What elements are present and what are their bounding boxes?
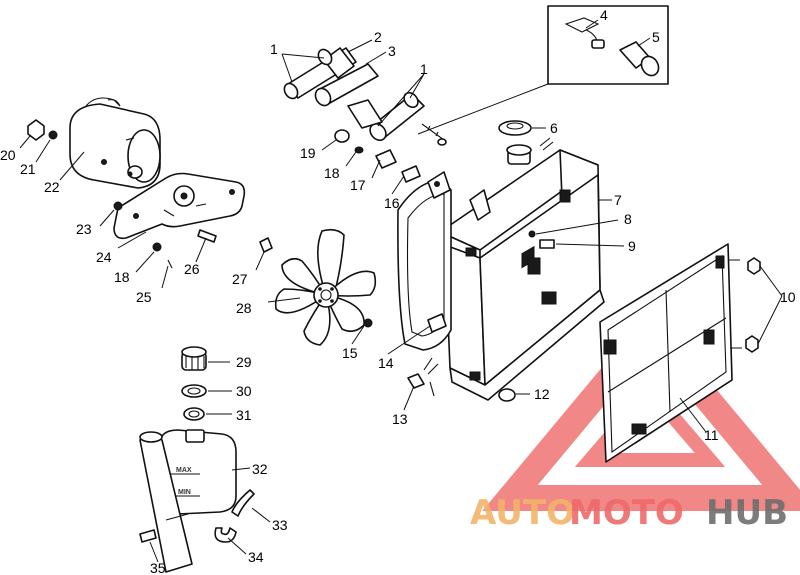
callout-7: 7 [614, 192, 622, 208]
callout-9: 9 [628, 238, 636, 254]
radiator [439, 137, 605, 401]
watermark-auto: AUTO [470, 493, 575, 533]
hose-right [347, 91, 425, 142]
callout-28: 28 [236, 300, 252, 316]
callout-18b: 18 [114, 269, 130, 285]
callout-14: 14 [378, 355, 394, 371]
callout-8: 8 [624, 211, 632, 227]
callout-1b: 1 [420, 61, 428, 77]
callout-1a: 1 [270, 41, 278, 57]
callout-10: 10 [780, 289, 796, 305]
motor-bracket [113, 172, 246, 240]
callout-18a: 18 [324, 165, 340, 181]
cooling-fan [274, 228, 377, 346]
reservoir-min-label: MIN [178, 489, 191, 496]
sensor-inset [547, 5, 669, 85]
callout-31: 31 [236, 407, 252, 423]
callout-30: 30 [236, 383, 252, 399]
hose-upper-left [283, 47, 357, 100]
callout-24: 24 [96, 249, 112, 265]
callout-22: 22 [44, 179, 60, 195]
callout-11: 11 [704, 427, 719, 443]
hardware-small [27, 119, 761, 402]
callout-21: 21 [20, 161, 36, 177]
coolant-reservoir: MAX MIN [139, 429, 237, 573]
reservoir-screw [139, 529, 157, 543]
reservoir-seal [181, 384, 207, 398]
leader-lines [19, 19, 783, 563]
callout-35: 35 [150, 560, 166, 575]
callout-13: 13 [392, 411, 408, 427]
callout-20: 20 [0, 147, 16, 163]
callout-29: 29 [236, 354, 252, 370]
callout-3: 3 [388, 43, 396, 59]
callout-15: 15 [342, 345, 358, 361]
callout-2: 2 [374, 29, 382, 45]
callout-25: 25 [136, 289, 152, 305]
callout-5: 5 [652, 29, 660, 45]
callout-4: 4 [600, 7, 608, 23]
hose-upper-center [314, 63, 379, 107]
callout-12: 12 [534, 386, 550, 402]
watermark-text: AUTO MOTO HUB [470, 493, 788, 533]
reservoir-max-label: MAX [176, 467, 192, 474]
callout-17: 17 [350, 177, 366, 193]
radiator-guard [599, 243, 742, 463]
hose-clamp [214, 527, 237, 543]
callout-33: 33 [272, 517, 288, 533]
watermark-hub: HUB [706, 493, 788, 533]
callout-23: 23 [76, 221, 92, 237]
watermark-moto: MOTO [569, 493, 684, 533]
callout-6: 6 [550, 120, 558, 136]
reservoir-cap [181, 346, 207, 371]
callout-26: 26 [184, 261, 200, 277]
callout-32: 32 [252, 461, 268, 477]
fan-shroud [397, 171, 452, 351]
callout-34: 34 [248, 549, 264, 565]
callout-numbers: 1 2 3 1 4 5 6 7 8 9 10 11 12 13 14 15 16… [0, 7, 796, 575]
callout-19: 19 [300, 145, 316, 161]
hose-fittings [334, 123, 447, 183]
fan-motor [69, 97, 161, 189]
overflow-hose [231, 489, 255, 517]
radiator-cap [498, 120, 532, 136]
reservoir-washer [183, 407, 205, 421]
callout-16: 16 [384, 195, 400, 211]
callout-27: 27 [232, 271, 248, 287]
